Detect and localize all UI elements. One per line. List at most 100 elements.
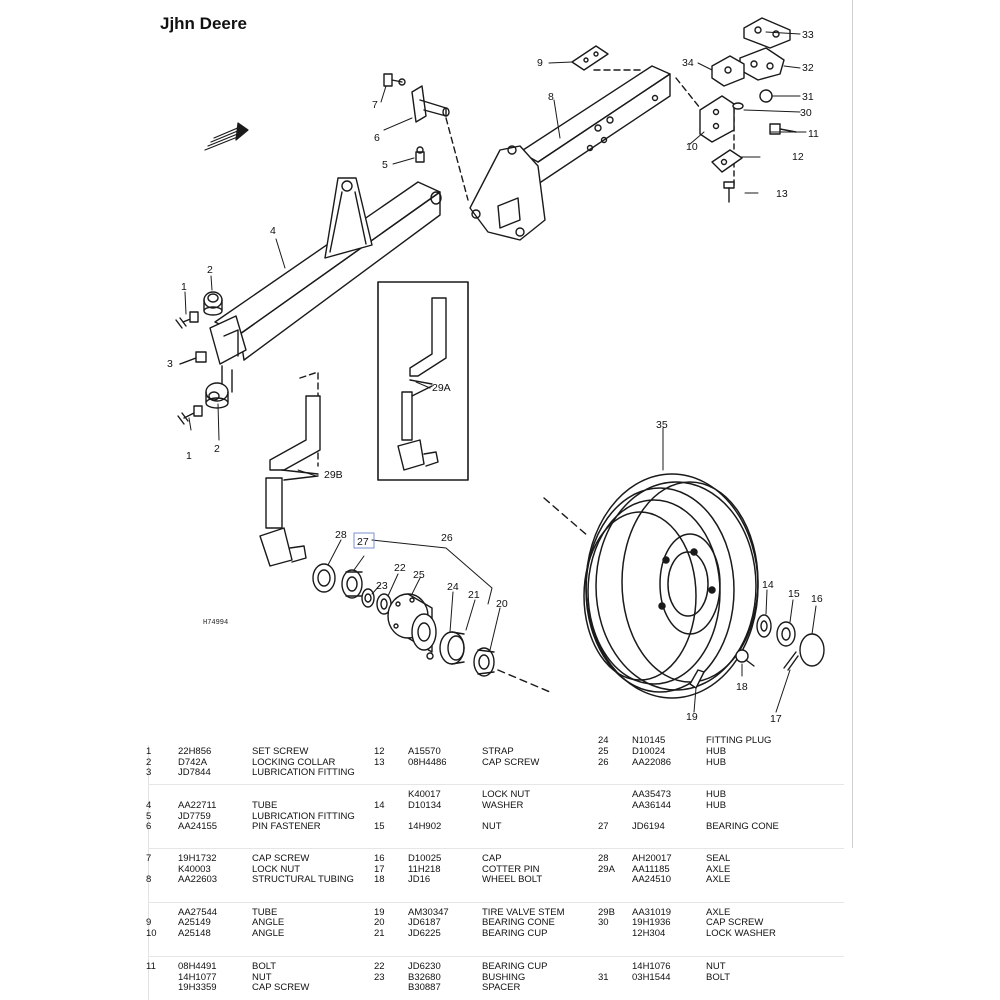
part-description: ANGLE	[252, 917, 285, 928]
direction-arrow-icon	[204, 122, 249, 151]
part-code: A25148	[178, 928, 211, 939]
structural-tubing	[469, 65, 671, 241]
part-code: AA22603	[178, 874, 218, 885]
part-description: HUB	[706, 757, 727, 768]
part-code: AA35473	[632, 789, 672, 800]
part-description: LOCK NUT	[482, 789, 531, 800]
cap-screw-13	[723, 181, 735, 203]
part-code: AA22086	[632, 757, 672, 768]
callout-13: 13	[776, 188, 788, 200]
part-number-index: 25	[598, 746, 609, 757]
part-code: D742A	[178, 757, 208, 768]
part-description: AXLE	[706, 874, 731, 885]
axle-29a-inset	[377, 281, 469, 481]
part-number-index: 19	[374, 907, 385, 918]
part-description: AXLE	[706, 864, 731, 875]
main-tube-assembly	[209, 177, 442, 393]
part-code: D10134	[408, 800, 442, 811]
nut-15	[776, 621, 796, 647]
valve-stem-19	[689, 669, 705, 689]
washer-30	[732, 102, 744, 110]
part-number-index: 20	[374, 917, 385, 928]
callout-10: 10	[686, 141, 698, 153]
part-code: JD6230	[408, 961, 441, 972]
part-description: TUBE	[252, 800, 278, 811]
part-code: N10145	[632, 735, 666, 746]
part-number-index: 13	[374, 757, 385, 768]
part-number-index: 14	[374, 800, 385, 811]
part-description: BOLT	[252, 961, 277, 972]
part-number-index: 9	[146, 917, 152, 928]
part-description: HUB	[706, 746, 727, 757]
part-code: JD6194	[632, 821, 665, 832]
part-description: TUBE	[252, 907, 278, 918]
callout-27: 27	[357, 536, 369, 548]
bearing-cone-27	[341, 569, 363, 599]
part-description: WASHER	[482, 800, 524, 811]
part-code: K40017	[408, 789, 441, 800]
part-description: CAP SCREW	[482, 757, 540, 768]
callout-1b: 1	[186, 450, 192, 462]
part-code: AH20017	[632, 853, 672, 864]
callout-4: 4	[270, 225, 276, 237]
part-description: SEAL	[706, 853, 731, 864]
callout-8: 8	[548, 91, 554, 103]
callout-24: 24	[447, 581, 459, 593]
part-description: BEARING CONE	[482, 917, 555, 928]
part-number-index: 22	[374, 961, 385, 972]
part-description: LUBRICATION FITTING	[252, 767, 355, 778]
part-code: A15570	[408, 746, 441, 757]
part-description: HUB	[706, 800, 727, 811]
part-description: AXLE	[706, 907, 731, 918]
part-description: NUT	[252, 972, 272, 983]
part-description: LOCK WASHER	[706, 928, 776, 939]
part-number-index: 6	[146, 821, 152, 832]
left-divider	[148, 745, 149, 1000]
right-divider	[852, 0, 853, 848]
part-number-index: 8	[146, 874, 152, 885]
callout-17: 17	[770, 713, 782, 725]
part-number-index: 5	[146, 811, 152, 822]
part-number-index: 29A	[598, 864, 615, 875]
part-description: FITTING PLUG	[706, 735, 772, 746]
callout-30: 30	[800, 107, 812, 119]
row-divider	[148, 956, 844, 957]
angle-10	[699, 95, 735, 143]
callout-28: 28	[335, 529, 347, 541]
part-code: AA36144	[632, 800, 672, 811]
part-description: NUT	[706, 961, 726, 972]
part-code: 08H4486	[408, 757, 447, 768]
seal-28	[312, 563, 336, 593]
part-code: AM30347	[408, 907, 449, 918]
callout-27-highlight	[353, 532, 375, 549]
part-number-index: 28	[598, 853, 609, 864]
part-code: AA11185	[632, 864, 670, 875]
part-code: 12H304	[632, 928, 666, 939]
part-code: AA27544	[178, 907, 218, 918]
callout-33: 33	[802, 29, 814, 41]
callout-19: 19	[686, 711, 698, 723]
callout-22: 22	[394, 562, 406, 574]
wheel-bolt-18	[735, 649, 755, 667]
angle-9	[571, 45, 609, 71]
part-description: STRUCTURAL TUBING	[252, 874, 354, 885]
part-number-index: 10	[146, 928, 157, 939]
callout-32: 32	[802, 62, 814, 74]
figure-code: H74994	[203, 619, 228, 627]
part-description: TIRE VALVE STEM	[482, 907, 565, 918]
part-code: AA22711	[178, 800, 217, 811]
part-number-index: 23	[374, 972, 385, 983]
part-description: PIN FASTENER	[252, 821, 321, 832]
locking-collar-top	[203, 291, 223, 316]
part-number-index: 31	[598, 972, 609, 983]
fitting-plug-24	[426, 652, 434, 660]
callout-16: 16	[811, 593, 823, 605]
part-number-index: 26	[598, 757, 609, 768]
part-number-index: 1	[146, 746, 152, 757]
part-number-index: 2	[146, 757, 152, 768]
part-description: HUB	[706, 789, 727, 800]
clamp-33	[743, 17, 791, 49]
part-code: JD6187	[408, 917, 441, 928]
